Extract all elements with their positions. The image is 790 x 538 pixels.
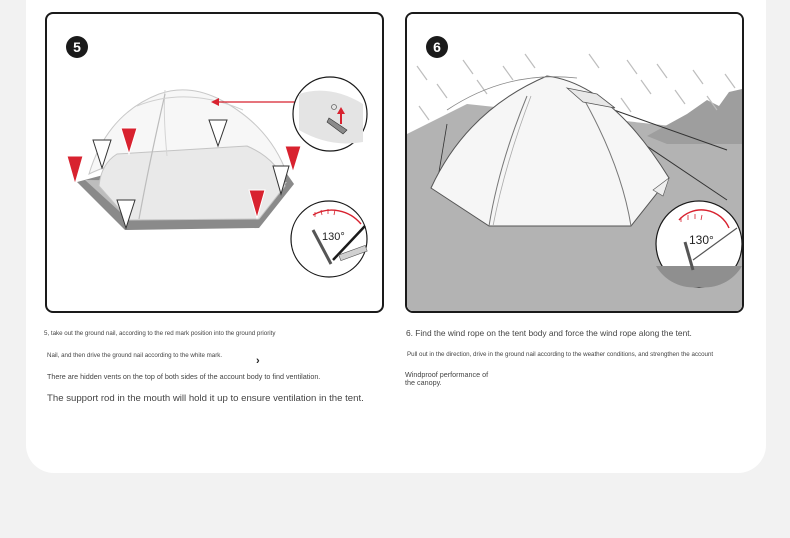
tent-stakes-illustration: 5 130°: [47, 14, 384, 313]
step-5-caption-line-1: 5, take out the ground nail, according t…: [44, 330, 275, 337]
step-6-caption-line-2: Pull out in the direction, drive in the …: [407, 351, 713, 358]
step-5-caption-line-2: Nail, and then drive the ground nail acc…: [47, 352, 222, 359]
tent-wind-rope-illustration: 130° 6: [407, 14, 744, 313]
step-6-caption-line-1: 6. Find the wind rope on the tent body a…: [406, 328, 692, 338]
step-5-illustration: 5 130°: [45, 12, 384, 313]
step-6-caption-line-4: the canopy.: [405, 378, 442, 387]
angle-label: 130°: [322, 231, 345, 243]
step-6-illustration: 130° 6: [405, 12, 744, 313]
step-number: 5: [73, 39, 81, 55]
step-number: 6: [433, 39, 441, 55]
chevron-right-icon: ›: [256, 355, 260, 367]
step-5-caption-line-4: The support rod in the mouth will hold i…: [47, 393, 364, 404]
red-stake-marker: [67, 156, 83, 184]
angle-label: 130°: [689, 233, 714, 247]
step-5-caption-line-3: There are hidden vents on the top of bot…: [47, 372, 320, 381]
